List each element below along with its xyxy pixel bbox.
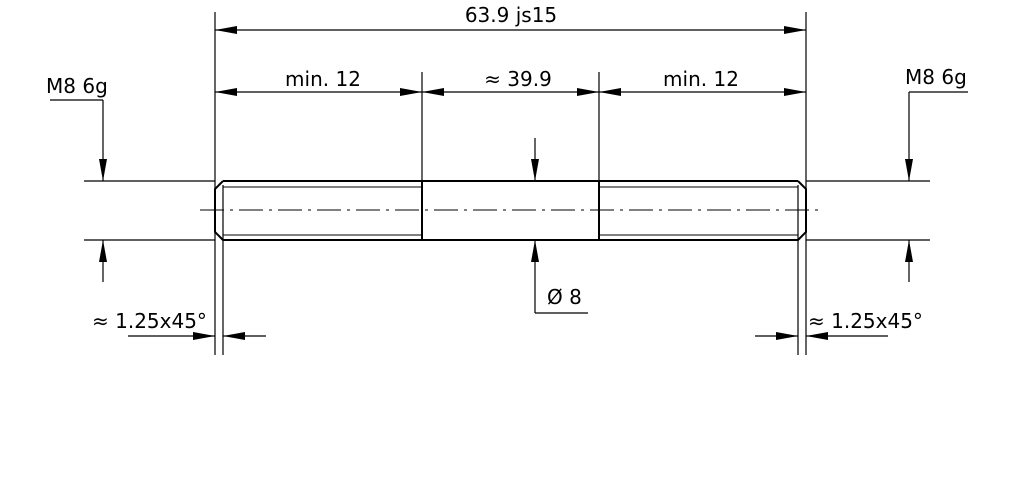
thread-callout-right: M8 6g	[905, 65, 968, 282]
thread-spec-left: M8 6g	[46, 74, 108, 98]
segment-dimensions: min. 12 ≈ 39.9 min. 12	[215, 67, 806, 96]
diameter-label: Ø 8	[547, 285, 582, 309]
extension-lines	[84, 12, 930, 355]
overall-length-dimension: 63.9 js15	[215, 3, 806, 34]
thread-length-right-label: min. 12	[663, 67, 739, 91]
stud-bolt-outline	[214, 180, 807, 241]
thread-spec-right: M8 6g	[905, 65, 967, 89]
chamfer-right-label: ≈ 1.25x45°	[808, 309, 923, 333]
shank-length-label: ≈ 39.9	[484, 67, 552, 91]
chamfer-callout-left: ≈ 1.25x45°	[92, 309, 266, 340]
chamfer-callout-right: ≈ 1.25x45°	[755, 309, 923, 340]
thread-length-left-label: min. 12	[285, 67, 361, 91]
diameter-callout: Ø 8	[531, 138, 588, 314]
overall-length-label: 63.9 js15	[465, 3, 557, 27]
thread-callout-left: M8 6g	[46, 74, 108, 282]
chamfer-left-label: ≈ 1.25x45°	[92, 309, 207, 333]
